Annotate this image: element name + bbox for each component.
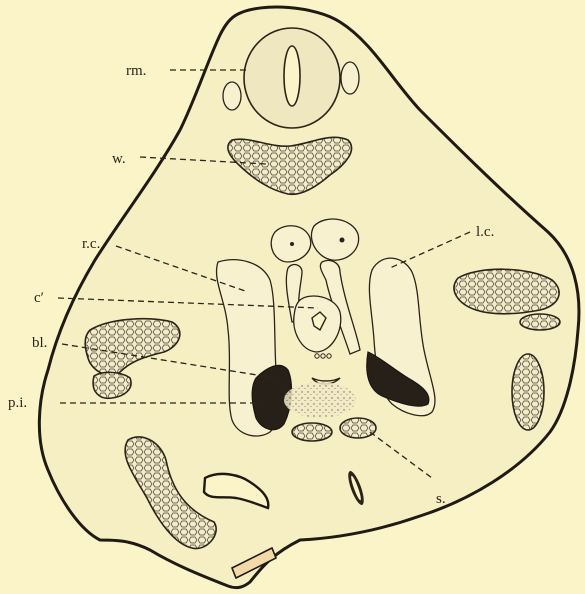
spinal-ganglion-left	[223, 82, 241, 110]
label-rc: r.c.	[82, 236, 100, 252]
cell-mass-s1	[292, 423, 332, 441]
label-bl: bl.	[32, 335, 47, 351]
spinal-ganglion-right	[341, 62, 359, 94]
label-lc: l.c.	[476, 224, 494, 240]
limb-mass-right-upper	[454, 269, 559, 314]
label-rm: rm.	[126, 63, 146, 79]
label-c-prime: c′	[34, 290, 44, 306]
cell-mass-s2	[340, 418, 376, 438]
vessel-dot-2	[340, 238, 345, 243]
label-pi: p.i.	[8, 395, 27, 411]
label-s: s.	[436, 491, 446, 507]
ventral-stipple	[284, 382, 356, 418]
vessel-dot-1	[290, 242, 294, 246]
label-w: w.	[112, 151, 126, 167]
spinal-canal	[284, 46, 300, 106]
limb-mass-right-lower	[512, 354, 544, 430]
limb-mass-right-small	[520, 314, 560, 330]
